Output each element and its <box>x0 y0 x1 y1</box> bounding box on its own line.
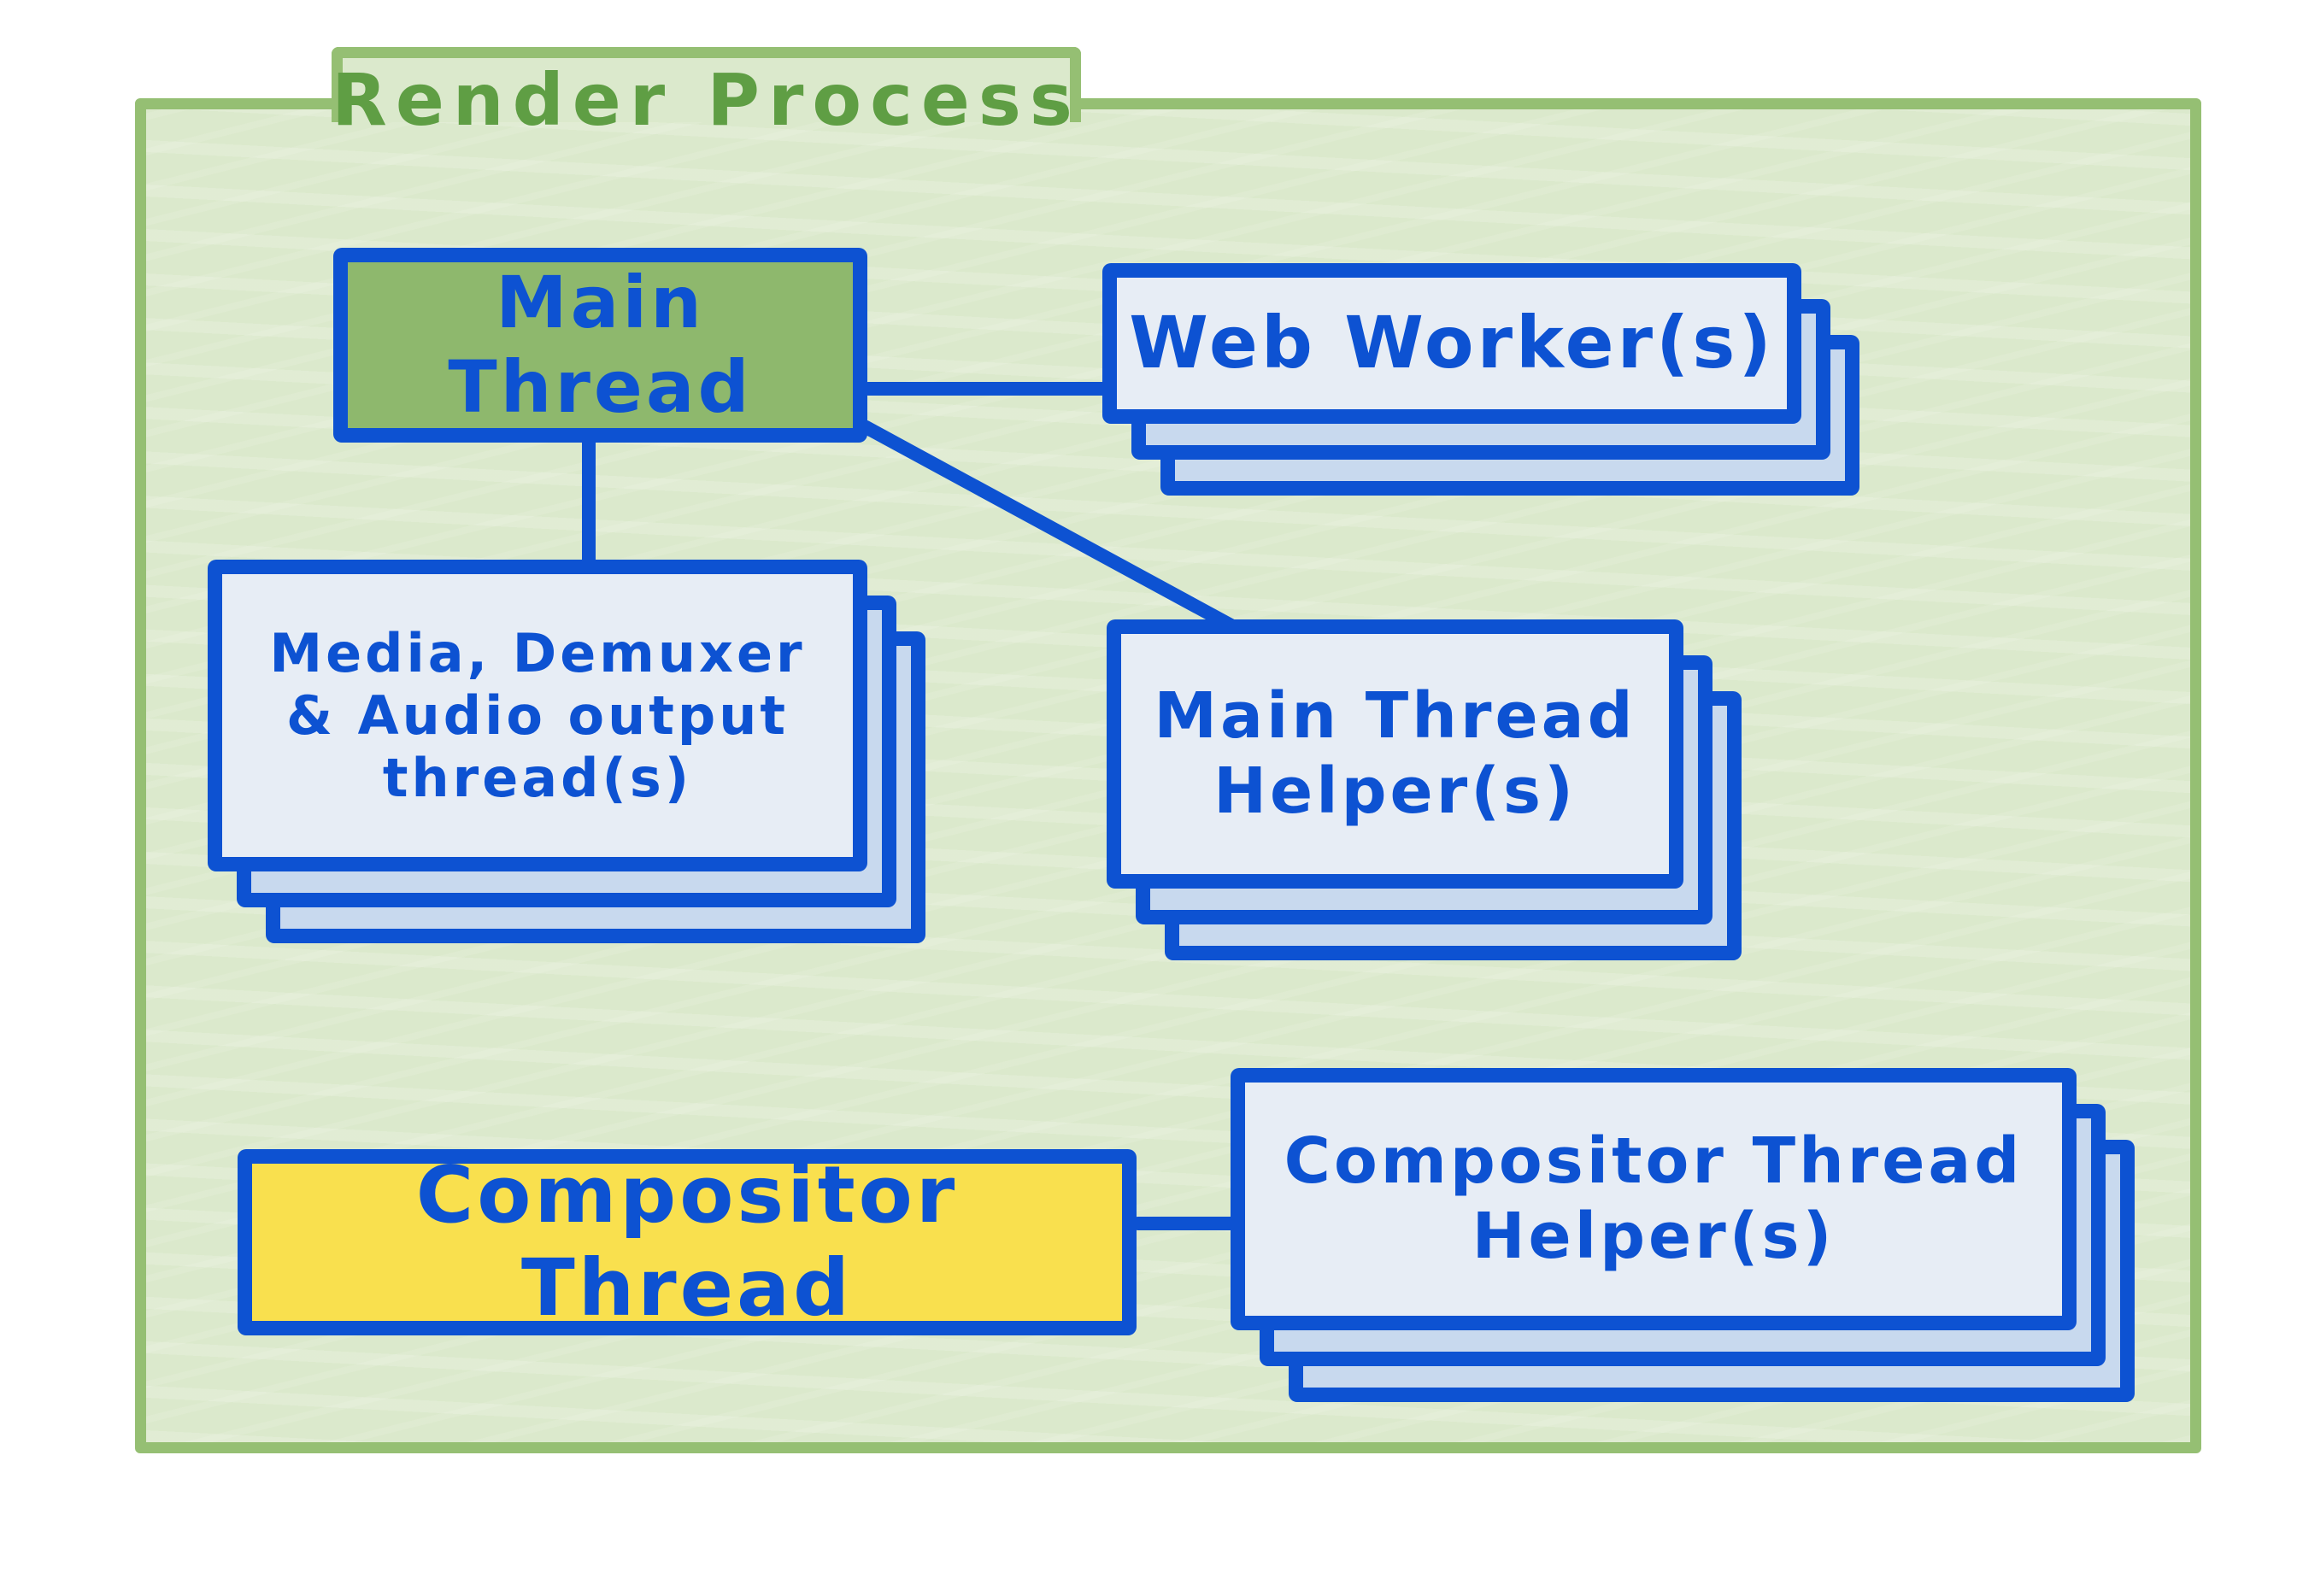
media-threads-label-line1: Media, Demuxer <box>269 621 806 684</box>
compositor-thread-helpers-card-front: Compositor Thread Helper(s) <box>1231 1068 2077 1330</box>
media-threads-card-front: Media, Demuxer & Audio output thread(s) <box>208 560 867 871</box>
main-thread-helpers-label-line2: Helper(s) <box>1213 754 1577 828</box>
media-threads-label-line3: thread(s) <box>382 747 693 810</box>
main-thread-helpers-label-line1: Main Thread <box>1154 679 1636 754</box>
node-web-workers: Web Worker(s) <box>1102 263 1859 496</box>
node-main-thread-label: Main Thread <box>448 260 753 429</box>
node-media-threads: Media, Demuxer & Audio output thread(s) <box>208 560 925 943</box>
compositor-thread-helpers-label-line2: Helper(s) <box>1472 1199 1836 1273</box>
media-threads-label-line2: & Audio output <box>285 684 790 747</box>
edge-compositor-thread-to-compositor-thread-helpers <box>1131 1217 1239 1230</box>
diagram-title: Render Process <box>332 58 1081 142</box>
node-web-workers-label: Web Worker(s) <box>1129 301 1775 385</box>
web-workers-card-front: Web Worker(s) <box>1102 263 1801 424</box>
node-compositor-thread: Compositor Thread <box>238 1149 1137 1335</box>
compositor-thread-helpers-label-line1: Compositor Thread <box>1284 1124 2024 1199</box>
edge-main-thread-to-web-workers <box>861 382 1109 396</box>
node-main-thread-helpers: Main Thread Helper(s) <box>1107 619 1742 960</box>
render-process-folder-tab <box>332 47 1081 122</box>
main-thread-helpers-card-front: Main Thread Helper(s) <box>1107 619 1683 889</box>
node-compositor-thread-label: Compositor Thread <box>415 1149 959 1334</box>
node-main-thread: Main Thread <box>333 248 867 443</box>
edge-main-thread-to-media-threads <box>582 434 596 569</box>
node-compositor-thread-helpers: Compositor Thread Helper(s) <box>1231 1068 2135 1402</box>
